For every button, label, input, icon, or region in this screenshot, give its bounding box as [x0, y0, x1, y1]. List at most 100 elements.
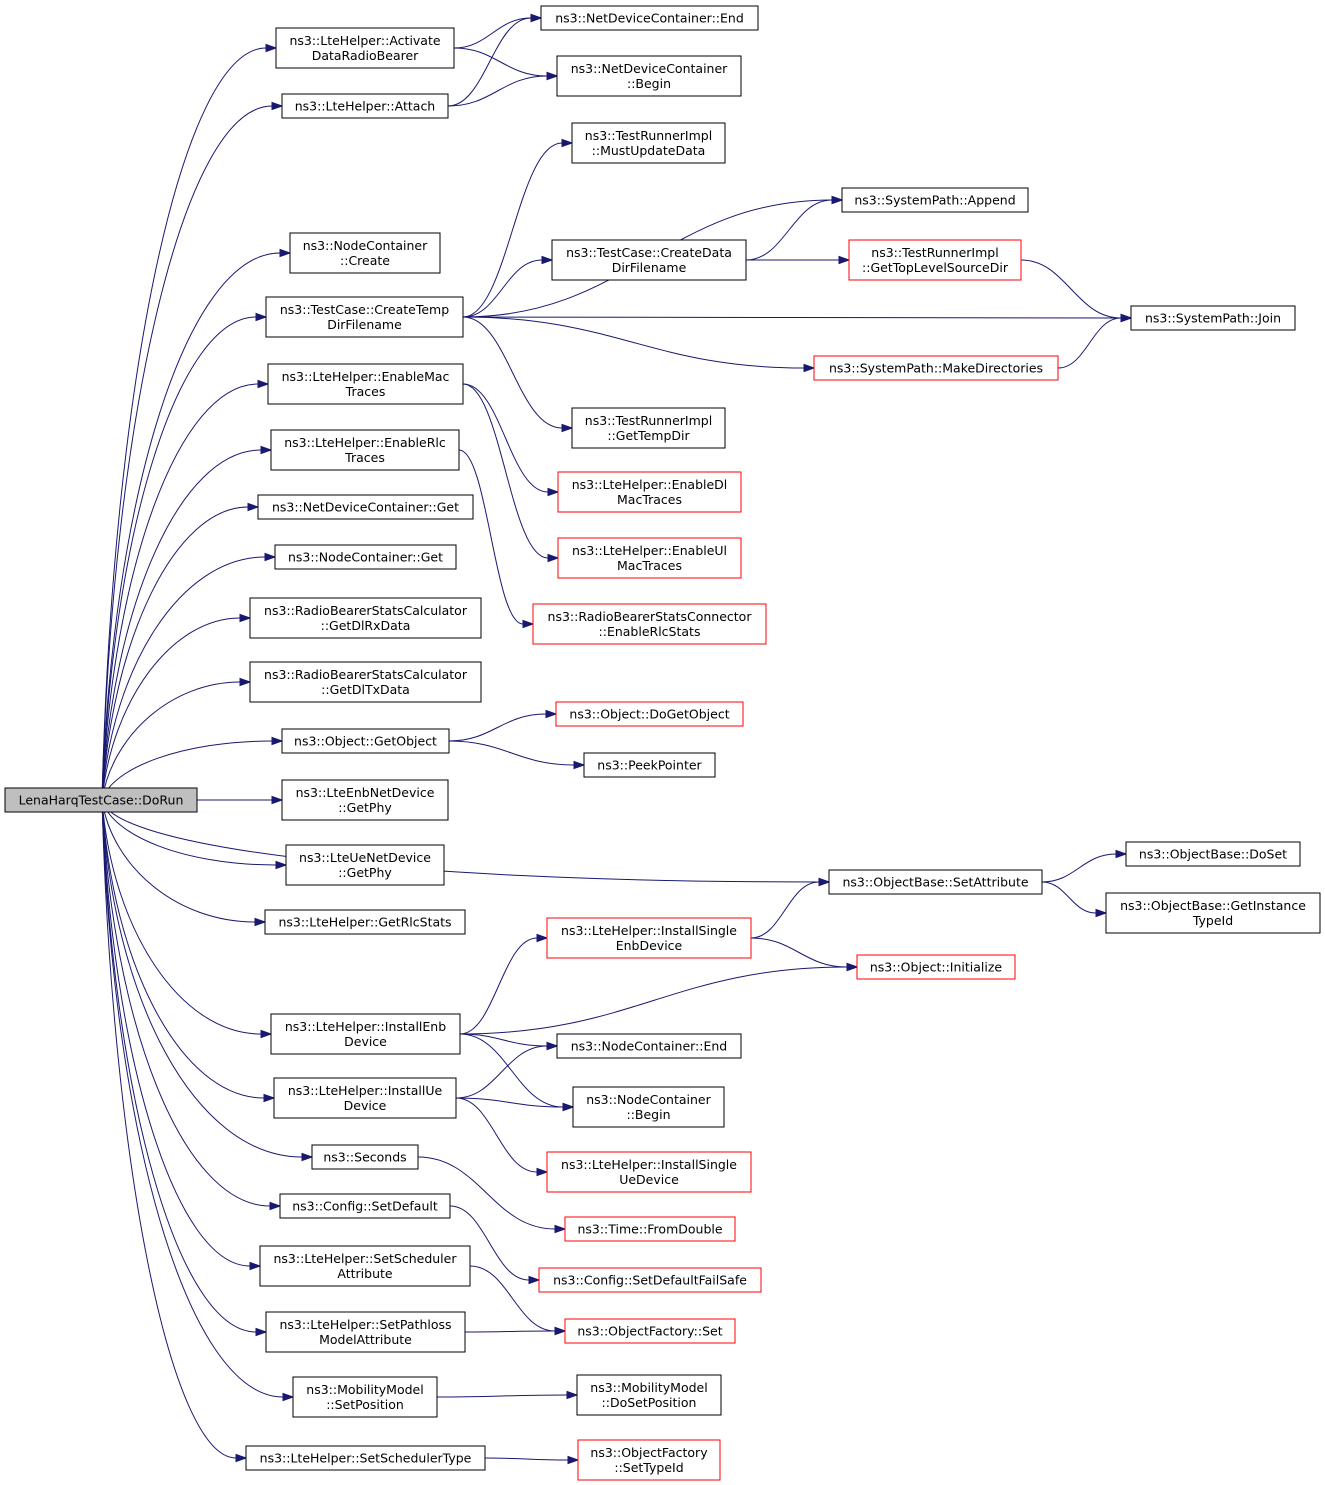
- function-node-ns3-systempath-join[interactable]: ns3::SystemPath::Join: [1130, 305, 1296, 331]
- node-box: [257, 494, 474, 520]
- edge-line: [462, 383, 549, 493]
- node-label-line: ns3::LteHelper::EnableRlc: [284, 435, 446, 450]
- function-node-ns3-seconds[interactable]: ns3::Seconds: [311, 1144, 419, 1170]
- edge-line: [462, 383, 549, 559]
- function-node-ns3-nodecontainer-get[interactable]: ns3::NodeContainer::Get: [274, 544, 457, 570]
- call-edge-lenaharqtestcase-dorun-to-ns3-nodecontainer-get: [101, 552, 277, 801]
- function-node-ns3-lteuenetdevice-getphy[interactable]: ns3::LteUeNetDevice::GetPhy: [285, 844, 445, 886]
- function-node-ns3-object-dogetobject[interactable]: ns3::Object::DoGetObject: [555, 701, 744, 727]
- function-node-ns3-objectbase-doset[interactable]: ns3::ObjectBase::DoSet: [1125, 841, 1301, 867]
- edge-arrowhead: [279, 248, 292, 258]
- function-node-ns3-object-initialize[interactable]: ns3::Object::Initialize: [856, 954, 1016, 980]
- node-label-line: Attribute: [337, 1266, 393, 1281]
- node-label-line: ns3::ObjectFactory: [590, 1445, 708, 1460]
- node-box: [540, 5, 759, 31]
- call-edge-ns3-ltehelper-enablerlctraces-to-ns3-radiobearerstatsconnector-enablerlcstats: [458, 449, 535, 629]
- node-box: [813, 355, 1059, 381]
- node-label-line: ns3::TestRunnerImpl: [585, 128, 712, 143]
- function-node-ns3-systempath-append[interactable]: ns3::SystemPath::Append: [841, 187, 1029, 213]
- node-label-line: DirFilename: [327, 317, 402, 332]
- node-label-line: ::GetTopLevelSourceDir: [862, 260, 1009, 275]
- function-node-ns3-objectbase-setattribute[interactable]: ns3::ObjectBase::SetAttribute: [828, 869, 1043, 895]
- function-node-ns3-testrunnerimpl-gettempdir[interactable]: ns3::TestRunnerImpl::GetTempDir: [571, 407, 726, 449]
- node-label-line: ModelAttribute: [319, 1332, 412, 1347]
- function-node-ns3-radiobearerstatsconnector-enablerlcstats[interactable]: ns3::RadioBearerStatsConnector::EnableRl…: [532, 603, 767, 645]
- function-node-ns3-systempath-makedirectories[interactable]: ns3::SystemPath::MakeDirectories: [813, 355, 1059, 381]
- edge-line: [469, 1265, 556, 1332]
- edge-line: [455, 1097, 538, 1173]
- function-node-ns3-nodecontainer-create[interactable]: ns3::NodeContainer::Create: [289, 232, 441, 274]
- node-box: [285, 844, 445, 886]
- function-node-ns3-mobilitymodel-dosetposition[interactable]: ns3::MobilityModel::DoSetPosition: [576, 1374, 722, 1416]
- node-box: [4, 787, 198, 813]
- edge-arrowhead: [838, 255, 851, 265]
- edge-line: [453, 47, 548, 77]
- function-node-ns3-nodecontainer-begin[interactable]: ns3::NodeContainer::Begin: [572, 1086, 725, 1128]
- function-node-ns3-peekpointer[interactable]: ns3::PeekPointer: [583, 752, 716, 778]
- node-label-line: Traces: [344, 450, 385, 465]
- node-box: [264, 909, 466, 935]
- function-node-ns3-testrunnerimpl-mustupdatedata[interactable]: ns3::TestRunnerImpl::MustUpdateData: [571, 122, 726, 164]
- node-box: [281, 728, 450, 754]
- function-node-ns3-objectfactory-set[interactable]: ns3::ObjectFactory::Set: [564, 1318, 736, 1344]
- function-node-ns3-time-fromdouble[interactable]: ns3::Time::FromDouble: [564, 1216, 736, 1242]
- function-node-ns3-ltehelper-setschedulertype[interactable]: ns3::LteHelper::SetSchedulerType: [245, 1445, 486, 1471]
- node-label-line: ns3::LteHelper::InstallSingle: [561, 1157, 737, 1172]
- edge-line: [436, 1394, 568, 1398]
- function-node-ns3-objectfactory-settypeid[interactable]: ns3::ObjectFactory::SetTypeId: [577, 1439, 721, 1481]
- edge-arrowhead: [255, 312, 268, 322]
- function-node-ns3-ltehelper-getrlcstats[interactable]: ns3::LteHelper::GetRlcStats: [264, 909, 466, 935]
- function-node-ns3-nodecontainer-end[interactable]: ns3::NodeContainer::End: [556, 1033, 742, 1059]
- function-node-ns3-ltehelper-setpathlossmodelattribute[interactable]: ns3::LteHelper::SetPathlossModelAttribut…: [265, 1311, 466, 1353]
- function-node-ns3-ltehelper-attach[interactable]: ns3::LteHelper::Attach: [281, 93, 449, 119]
- node-box: [841, 187, 1029, 213]
- function-node-ns3-radiobearerstatscalculator-getdltxdata[interactable]: ns3::RadioBearerStatsCalculator::GetDlTx…: [249, 661, 482, 703]
- function-node-ns3-netdevicecontainer-get[interactable]: ns3::NetDeviceContainer::Get: [257, 494, 474, 520]
- function-node-ns3-config-setdefaultfailsafe[interactable]: ns3::Config::SetDefaultFailSafe: [538, 1267, 762, 1293]
- edge-arrowhead: [554, 1326, 567, 1336]
- node-label-line: ::GetTempDir: [607, 428, 690, 443]
- edge-line: [101, 799, 257, 1333]
- node-label-line: ::Begin: [627, 76, 671, 91]
- node-label-line: ns3::Object::GetObject: [294, 734, 437, 749]
- function-node-ns3-mobilitymodel-setposition[interactable]: ns3::MobilityModel::SetPosition: [292, 1376, 438, 1418]
- node-label-line: ns3::NodeContainer: [303, 238, 428, 253]
- node-box: [583, 752, 716, 778]
- edge-line: [750, 881, 820, 939]
- edge-arrowhead: [263, 1093, 276, 1103]
- edge-arrowhead: [528, 1275, 541, 1285]
- call-edge-lenaharqtestcase-dorun-to-ns3-ltehelper-setschedulertype: [101, 799, 248, 1463]
- edge-arrowhead: [239, 677, 252, 687]
- node-label-line: ns3::TestRunnerImpl: [585, 413, 712, 428]
- node-label-line: ns3::TestRunnerImpl: [871, 245, 998, 260]
- function-node-ns3-radiobearerstatscalculator-getdlrxdata[interactable]: ns3::RadioBearerStatsCalculator::GetDlRx…: [249, 597, 482, 639]
- function-node-ns3-lteenbnetdevice-getphy[interactable]: ns3::LteEnbNetDevice::GetPhy: [281, 779, 449, 821]
- function-node-ns3-config-setdefault[interactable]: ns3::Config::SetDefault: [279, 1193, 451, 1219]
- function-node-ns3-testrunnerimpl-gettoplevelsourcedir[interactable]: ns3::TestRunnerImpl::GetTopLevelSourceDi…: [848, 239, 1022, 281]
- call-edge-ns3-testcase-createtempdirfilename-to-ns3-systempath-makedirectories: [462, 316, 816, 373]
- edge-arrowhead: [271, 795, 284, 805]
- call-edge-lenaharqtestcase-dorun-to-ns3-ltehelper-installuedevice: [101, 799, 276, 1103]
- node-label-line: ns3::LteHelper::GetRlcStats: [278, 915, 451, 930]
- edge-arrowhead: [545, 709, 558, 719]
- function-node-ns3-object-getobject[interactable]: ns3::Object::GetObject: [281, 728, 450, 754]
- call-edge-ns3-ltehelper-installenbdevice-to-ns3-ltehelper-installsingleenbdevice: [459, 933, 549, 1035]
- edge-line: [1020, 259, 1122, 319]
- function-node-ns3-netdevicecontainer-begin[interactable]: ns3::NetDeviceContainer::Begin: [556, 55, 742, 97]
- edge-arrowhead: [249, 1261, 262, 1271]
- function-node-ns3-netdevicecontainer-end[interactable]: ns3::NetDeviceContainer::End: [540, 5, 759, 31]
- edge-arrowhead: [541, 255, 554, 265]
